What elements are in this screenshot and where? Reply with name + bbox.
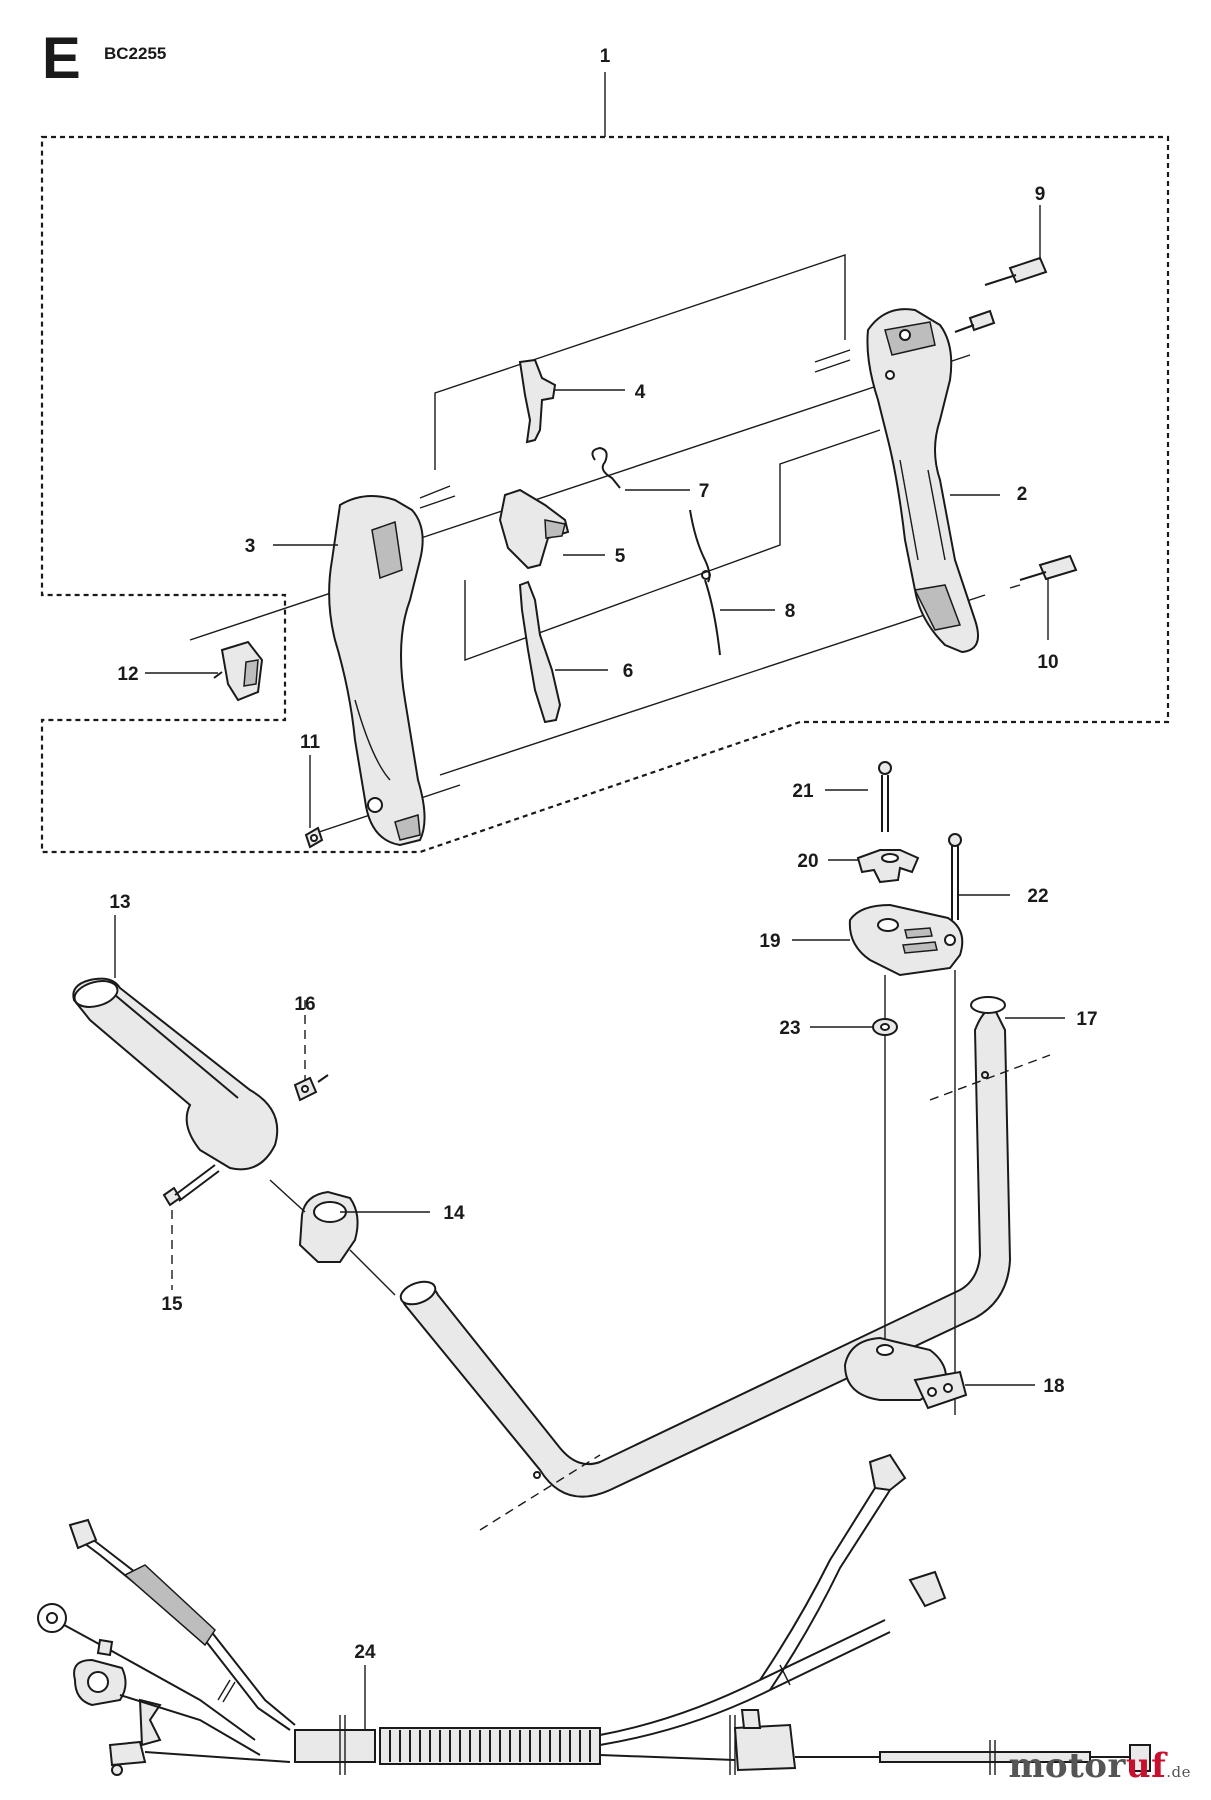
bolt-21 xyxy=(878,761,892,832)
callout-19: 19 xyxy=(759,931,780,952)
logo-accent: uf xyxy=(1125,1746,1167,1786)
callout-15: 15 xyxy=(161,1294,183,1315)
throttle-wire-8 xyxy=(689,509,721,656)
callout-17: 17 xyxy=(1076,1009,1097,1030)
section-letter: E xyxy=(42,26,81,91)
screws-9-10 xyxy=(954,256,1078,581)
callout-10: 10 xyxy=(1037,652,1058,673)
callout-22: 22 xyxy=(1027,886,1048,907)
switch-12 xyxy=(213,640,264,702)
spring-7 xyxy=(591,446,621,489)
callout-14: 14 xyxy=(443,1203,465,1224)
clamp-lower-18 xyxy=(843,1336,968,1410)
callout-7: 7 xyxy=(699,481,710,502)
nut-16 xyxy=(293,1000,329,1102)
callout-21: 21 xyxy=(792,781,814,802)
callout-6: 6 xyxy=(623,661,634,682)
callout-5: 5 xyxy=(615,546,626,567)
clamp-axis-lines xyxy=(884,970,956,1415)
callout-leaders xyxy=(114,205,1065,1730)
handle-half-left xyxy=(328,495,426,847)
callout-16: 16 xyxy=(294,994,315,1015)
logo-tld: .de xyxy=(1166,1763,1191,1781)
callout-9: 9 xyxy=(1035,184,1046,205)
throttle-lockout xyxy=(518,358,557,444)
callout-11: 11 xyxy=(300,732,321,753)
callout-13: 13 xyxy=(109,892,130,913)
callout-20: 20 xyxy=(797,851,818,872)
callout-2: 2 xyxy=(1017,484,1028,505)
model-number: BC2255 xyxy=(104,44,167,63)
callout-1: 1 xyxy=(600,46,611,67)
grip-axis-line xyxy=(269,1179,396,1296)
clamp-upper-19 xyxy=(848,903,964,977)
lever-6 xyxy=(518,580,562,724)
callout-23: 23 xyxy=(779,1018,800,1039)
callout-labels: 1 2 3 4 5 6 7 8 9 10 11 12 13 14 15 16 1… xyxy=(109,46,1097,1663)
watermark-logo: motoruf.de xyxy=(1008,1746,1191,1786)
grip-13 xyxy=(72,977,279,1171)
wing-nut-20 xyxy=(856,849,920,884)
callout-3: 3 xyxy=(245,536,256,557)
callout-24: 24 xyxy=(354,1642,376,1663)
logo-main: motor xyxy=(1008,1746,1126,1786)
wiring-harness-24 xyxy=(37,1453,1151,1776)
callout-12: 12 xyxy=(117,664,138,685)
clamp-14 xyxy=(298,1190,359,1263)
callout-18: 18 xyxy=(1043,1376,1064,1397)
assembly-boundary xyxy=(40,72,1170,854)
handle-half-right xyxy=(866,308,979,654)
trigger-5 xyxy=(498,488,570,570)
bolt-22 xyxy=(948,833,962,920)
callout-4: 4 xyxy=(635,382,646,403)
loop-handle-17 xyxy=(399,996,1051,1531)
nut-11 xyxy=(304,826,324,849)
callout-8: 8 xyxy=(785,601,796,622)
washer-23 xyxy=(872,1018,898,1036)
bolt-15 xyxy=(162,1164,220,1290)
